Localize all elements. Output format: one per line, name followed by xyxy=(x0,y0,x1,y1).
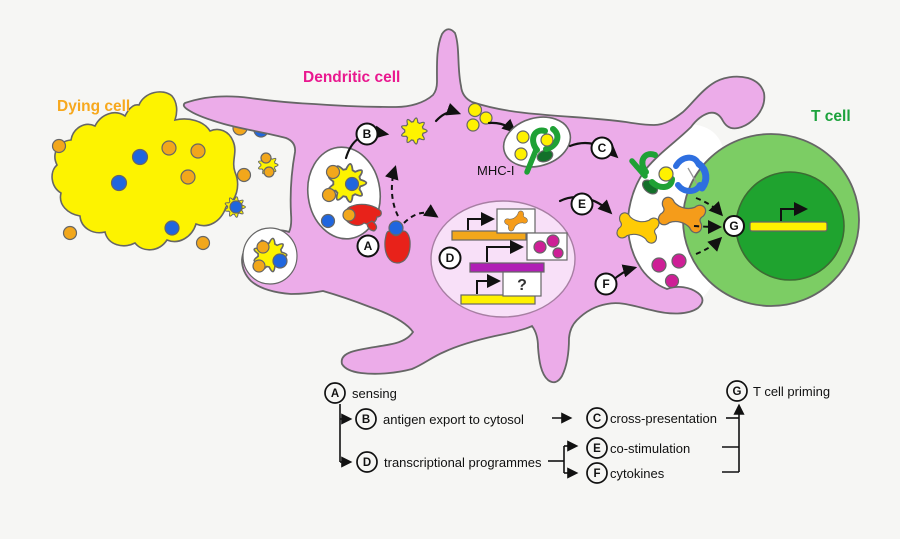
peptide-dot xyxy=(479,111,493,125)
marker-g: G xyxy=(723,215,745,237)
danger-signal-dot xyxy=(229,200,243,214)
legend-item-co-stimulation: E co-stimulation xyxy=(586,437,690,459)
cytokine-dot xyxy=(671,253,687,269)
antigen-dot xyxy=(180,169,196,185)
antigen-dot xyxy=(321,187,337,203)
antigen-dot xyxy=(51,138,67,154)
danger-signal-dot xyxy=(164,220,180,236)
antigen-dot xyxy=(260,152,272,164)
dendritic-cell-label: Dendritic cell xyxy=(303,69,400,86)
signal-to-export-arrow xyxy=(385,165,399,217)
antigen-dot xyxy=(325,164,341,180)
svg-text:D: D xyxy=(363,457,371,469)
degradation-arrow xyxy=(434,103,462,123)
svg-text:A: A xyxy=(331,388,339,400)
marker-b: B xyxy=(355,122,379,146)
danger-signal-dot xyxy=(272,253,288,269)
loaded-peptide xyxy=(540,133,554,147)
svg-text:antigen export to cytosol: antigen export to cytosol xyxy=(383,412,524,427)
marker-a: A xyxy=(356,234,380,258)
peptide-dot xyxy=(466,118,480,132)
danger-signal-dot xyxy=(320,213,336,229)
danger-signal-dot xyxy=(131,148,149,166)
unknown-gene-label: ? xyxy=(517,277,527,294)
legend: A sensing B antigen export to cytosol C … xyxy=(324,380,830,484)
antigen-dot xyxy=(236,167,252,183)
presented-peptide xyxy=(658,166,674,182)
marker-f: F xyxy=(594,272,618,296)
tcr-molecule xyxy=(673,154,710,194)
peptide-dot xyxy=(514,147,528,161)
antigen-dot xyxy=(62,225,78,241)
peptide-dot xyxy=(467,102,483,118)
antigen-dot xyxy=(195,235,211,251)
svg-text:T cell priming: T cell priming xyxy=(753,384,830,399)
antigen-dot xyxy=(256,240,270,254)
svg-text:F: F xyxy=(593,468,600,480)
dying-cell-label: Dying cell xyxy=(57,98,130,115)
marker-c: C xyxy=(590,136,614,160)
dying-cell xyxy=(51,91,239,251)
signal-to-nucleus-arrow xyxy=(403,204,439,224)
legend-item-t-cell-priming: G T cell priming xyxy=(726,380,830,402)
mhc-i-molecule xyxy=(524,126,561,175)
activated-gene-bar xyxy=(749,221,828,232)
legend-item-cytokines: F cytokines xyxy=(586,462,665,484)
legend-item-antigen-export: B antigen export to cytosol xyxy=(355,408,524,430)
peptide-dot xyxy=(516,130,530,144)
marker-d: D xyxy=(438,246,462,270)
svg-text:cross-presentation: cross-presentation xyxy=(610,411,717,426)
legend-item-sensing: A sensing xyxy=(324,382,397,404)
antigen-dot xyxy=(263,166,275,178)
sensing-receptor-phagosome xyxy=(342,203,382,232)
legend-item-transcriptional-programmes: D transcriptional programmes xyxy=(356,451,542,473)
svg-text:A: A xyxy=(364,239,373,253)
dc-nucleus: ? D xyxy=(430,200,576,318)
svg-text:G: G xyxy=(729,219,738,233)
gene-costimulation xyxy=(451,208,536,241)
gene-unknown: ? xyxy=(460,271,542,305)
peptides xyxy=(466,102,493,132)
priming-signals: G xyxy=(693,197,745,255)
peptide-mhc-complex xyxy=(629,151,675,195)
svg-text:B: B xyxy=(362,414,370,426)
legend-item-cross-presentation: C cross-presentation xyxy=(586,407,717,429)
svg-text:E: E xyxy=(593,443,601,455)
mhc-loading-vesicle xyxy=(502,116,572,175)
gene-cytokines xyxy=(469,232,568,273)
sensing-receptor-free xyxy=(384,220,411,264)
dying-cell-body xyxy=(51,91,239,251)
svg-text:C: C xyxy=(598,141,607,155)
svg-text:B: B xyxy=(363,127,372,141)
svg-text:E: E xyxy=(578,197,586,211)
svg-text:co-stimulation: co-stimulation xyxy=(610,441,690,456)
svg-text:F: F xyxy=(602,277,609,291)
mhc-label: MHC-I xyxy=(477,163,515,178)
svg-text:sensing: sensing xyxy=(352,386,397,401)
marker-e: E xyxy=(570,192,594,216)
cytokine-dot xyxy=(651,257,667,273)
danger-signal-dot xyxy=(110,174,128,192)
t-cell-label: T cell xyxy=(811,108,851,125)
dendritic-cell: B MHC-I C xyxy=(182,28,766,384)
svg-text:transcriptional programmes: transcriptional programmes xyxy=(384,455,542,470)
transcription-arrow xyxy=(780,202,808,221)
antigen-dot xyxy=(252,259,266,273)
svg-text:G: G xyxy=(733,386,742,398)
antigen-dot xyxy=(190,143,206,159)
antigen-dot xyxy=(161,140,177,156)
t-cell xyxy=(682,133,860,307)
immunological-synapse xyxy=(615,151,710,289)
danger-signal-dot xyxy=(344,176,360,192)
svg-text:D: D xyxy=(446,251,455,265)
svg-text:cytokines: cytokines xyxy=(610,466,665,481)
phagosome xyxy=(306,146,382,240)
cytokine-dots xyxy=(651,253,687,289)
phagocytic-cup xyxy=(242,227,298,285)
cytokine-dot xyxy=(664,273,680,289)
svg-text:C: C xyxy=(593,413,601,425)
dying-cell-contents xyxy=(51,138,206,192)
